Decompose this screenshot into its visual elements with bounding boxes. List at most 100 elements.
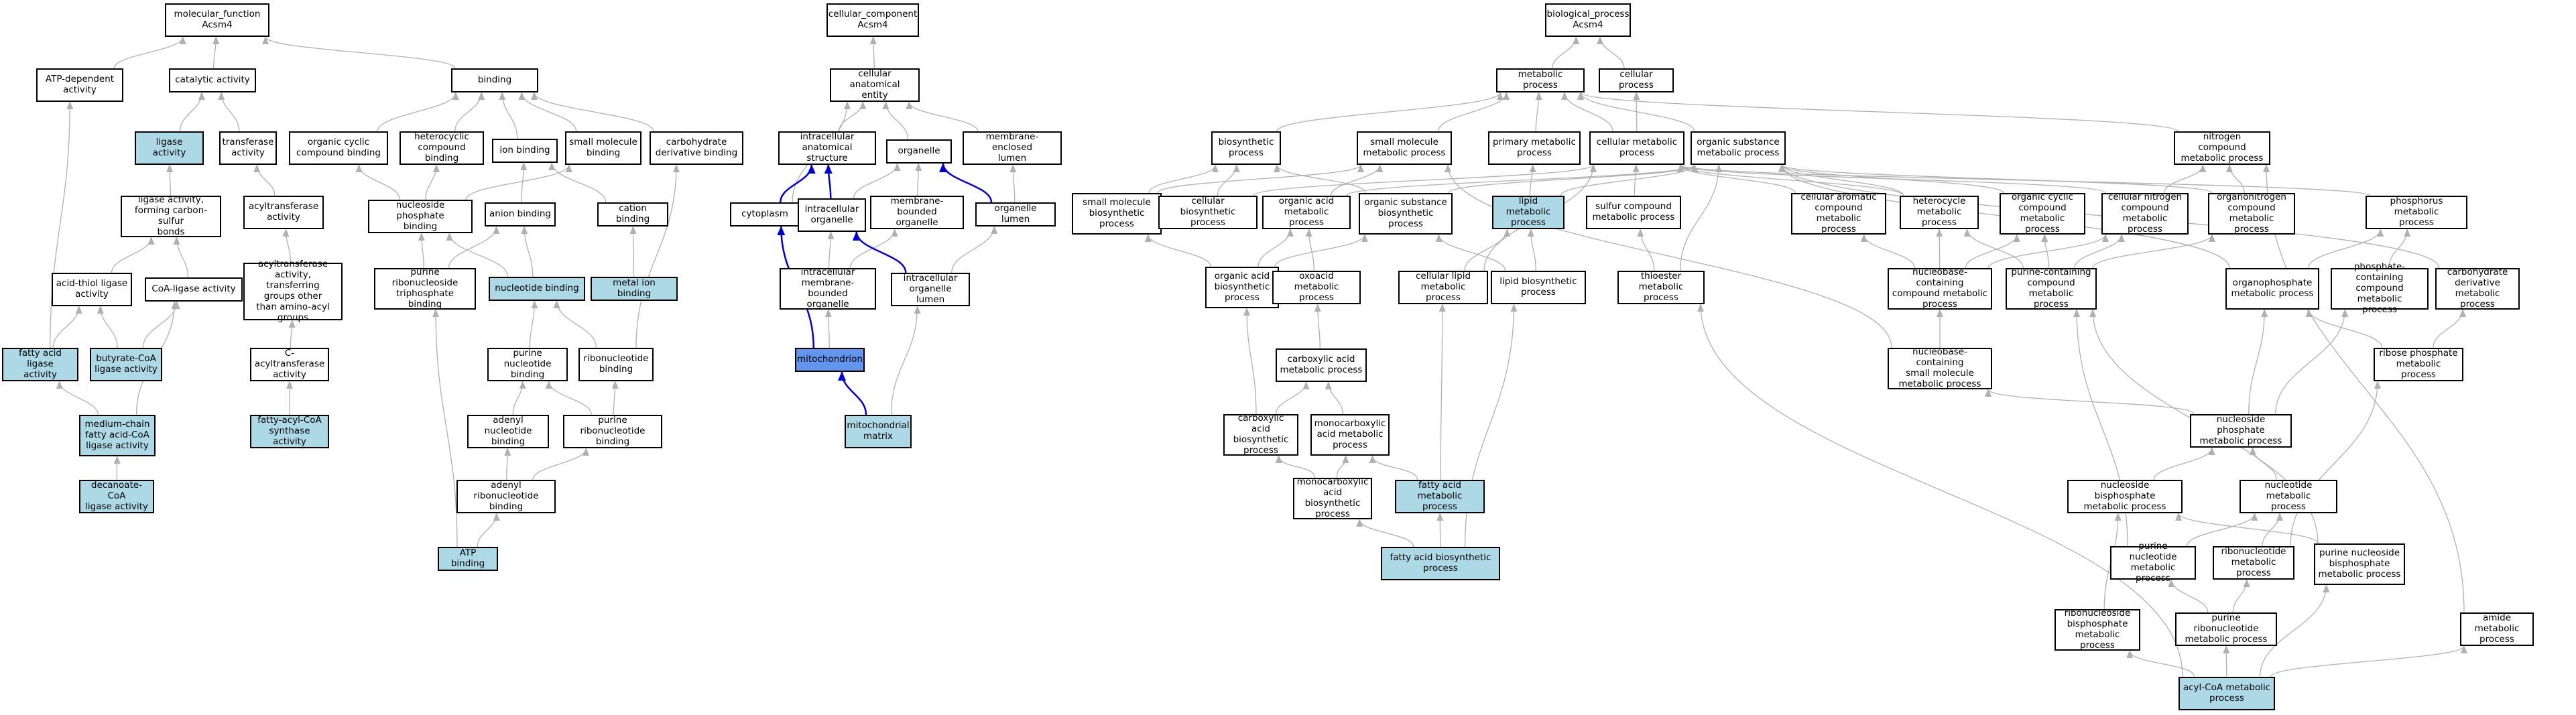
- term-node-nucleotide-bind[interactable]: nucleotide binding: [489, 277, 585, 301]
- term-node-intra-anat[interactable]: intracellular anatomical structure: [778, 131, 876, 165]
- term-node-acyl-coa-met[interactable]: acyl-CoA metabolic process: [2179, 677, 2275, 710]
- term-node-acyltrans[interactable]: acyltransferase activity: [243, 196, 324, 229]
- term-node-cell-bio[interactable]: cellular biosynthetic process: [1158, 196, 1258, 229]
- term-node-pur-ribonuc-bind[interactable]: purine ribonucleotide binding: [563, 415, 662, 448]
- term-node-organelle[interactable]: organelle: [886, 139, 952, 164]
- term-node-ribose-phos-met[interactable]: ribose phosphate metabolic process: [2374, 348, 2463, 381]
- term-node-org-acid-bio[interactable]: organic acid biosynthetic process: [1205, 267, 1279, 308]
- term-node-mem-bound-org[interactable]: membrane-bounded organelle: [870, 196, 964, 229]
- term-node-carbox-met[interactable]: carboxylic acid metabolic process: [1276, 348, 1367, 382]
- term-node-intra-mem-org[interactable]: intracellular membrane-bounded organelle: [780, 267, 876, 310]
- term-node-nuc-bisphos-met[interactable]: nucleoside bisphosphate metabolic proces…: [2067, 480, 2183, 513]
- term-node-pur-nucside-bisphos-met[interactable]: purine nucleoside bisphosphate metabolic…: [2314, 543, 2405, 585]
- term-node-lipid-met[interactable]: lipid metabolic process: [1492, 196, 1565, 229]
- term-node-adenyl-ribonuc-bind[interactable]: adenyl ribonucleotide binding: [456, 480, 556, 513]
- term-node-phos-cont-met[interactable]: phosphate-containing compound metabolic …: [2331, 261, 2429, 315]
- term-node-small-mol-met[interactable]: small molecule metabolic process: [1357, 131, 1452, 165]
- term-node-fa-ligase[interactable]: fatty acid ligase activity: [2, 348, 78, 381]
- term-node-monocarbox-bio[interactable]: monocarboxylic acid biosynthetic process: [1293, 476, 1372, 519]
- term-node-metal-ion-bind[interactable]: metal ion binding: [591, 277, 678, 301]
- term-node-fa-met[interactable]: fatty acid metabolic process: [1395, 480, 1485, 513]
- term-node-nucbase-cont-met[interactable]: nucleobase-containing compound metabolic…: [1888, 267, 1992, 310]
- term-node-atp-bind[interactable]: ATP binding: [438, 547, 498, 571]
- term-node-cellular-proc[interactable]: cellular process: [1599, 68, 1674, 92]
- term-node-anion-bind[interactable]: anion binding: [485, 202, 556, 226]
- term-node-biosynth[interactable]: biosynthetic process: [1211, 131, 1281, 165]
- term-node-cytoplasm[interactable]: cytoplasm: [730, 202, 800, 226]
- term-node-sulfur-met[interactable]: sulfur compound metabolic process: [1586, 196, 1681, 229]
- term-node-metab[interactable]: metabolic process: [1496, 68, 1585, 92]
- term-node-acyltrans-other[interactable]: acyltransferase activity, transferring g…: [243, 259, 343, 323]
- term-node-organophos-met[interactable]: organophosphate metabolic process: [2225, 268, 2319, 310]
- term-node-org-acid-met[interactable]: organic acid metabolic process: [1262, 196, 1351, 229]
- term-node-ligase[interactable]: ligase activity: [135, 131, 204, 165]
- term-node-monocarbox-met[interactable]: monocarboxylic acid metabolic process: [1310, 414, 1390, 456]
- term-node-intra-org[interactable]: intracellular organelle: [798, 198, 866, 232]
- term-node-ribonuc-met[interactable]: ribonucleotide metabolic process: [2213, 546, 2294, 580]
- term-node-nucbase-small-met[interactable]: nucleobase-containing small molecule met…: [1888, 346, 1992, 389]
- term-node-phos-met[interactable]: phosphorus metabolic process: [2366, 196, 2467, 229]
- edge-nucbase-cont-met-to-cell-arom-met: [1860, 234, 1915, 269]
- edge-cell-nitro-met-to-cell-met: [1677, 164, 2106, 194]
- term-node-mf-root[interactable]: molecular_function Acsm4: [165, 3, 269, 37]
- term-node-carb-deriv-bind[interactable]: carbohydrate derivative binding: [650, 131, 743, 165]
- term-node-nuc-phos-met[interactable]: nucleoside phosphate metabolic process: [2190, 414, 2292, 448]
- term-node-org-sub-bio[interactable]: organic substance biosynthetic process: [1359, 193, 1453, 235]
- term-node-hetero-met[interactable]: heterocycle metabolic process: [1900, 196, 1979, 229]
- term-node-nitro-met[interactable]: nitrogen compound metabolic process: [2174, 131, 2270, 165]
- term-node-bp-root[interactable]: biological_process Acsm4: [1545, 3, 1631, 37]
- term-node-ribonuc-bind[interactable]: ribonucleotide binding: [578, 348, 654, 381]
- term-node-org-sub-met[interactable]: organic substance metabolic process: [1691, 131, 1786, 165]
- term-node-nucleotide-met[interactable]: nucleotide metabolic process: [2240, 480, 2337, 513]
- term-node-mc-fa-coa[interactable]: medium-chain fatty acid-CoA ligase activ…: [79, 415, 156, 456]
- term-node-organonitro-met[interactable]: organonitrogen compound metabolic proces…: [2208, 192, 2295, 235]
- term-node-amide-met[interactable]: amide metabolic process: [2460, 612, 2534, 646]
- term-node-acid-thiol[interactable]: acid-thiol ligase activity: [52, 273, 132, 306]
- term-node-oxoacid-met[interactable]: oxoacid metabolic process: [1272, 271, 1361, 304]
- term-node-atp-dep[interactable]: ATP-dependent activity: [36, 68, 123, 102]
- term-node-butyrate-coa[interactable]: butyrate-CoA ligase activity: [90, 348, 162, 381]
- term-node-fa-bio[interactable]: fatty acid biosynthetic process: [1381, 547, 1500, 580]
- term-node-nuc-phos-bind[interactable]: nucleoside phosphate binding: [368, 200, 473, 233]
- term-node-pur-nuc-bind[interactable]: purine nucleotide binding: [487, 348, 568, 381]
- term-node-binding[interactable]: binding: [451, 68, 538, 92]
- term-node-catalytic[interactable]: catalytic activity: [169, 68, 256, 92]
- term-node-fa-acyl-coa-synth[interactable]: fatty-acyl-CoA synthase activity: [250, 415, 329, 448]
- term-node-ligase-cs[interactable]: ligase activity, forming carbon-sulfur b…: [121, 194, 221, 237]
- term-node-hetero-bind[interactable]: heterocyclic compound binding: [400, 131, 484, 165]
- term-node-cell-anat[interactable]: cellular anatomical entity: [830, 68, 920, 102]
- term-node-transferase[interactable]: transferase activity: [219, 131, 277, 165]
- term-node-purine-cont-met[interactable]: purine-containing compound metabolic pro…: [2006, 267, 2097, 310]
- term-node-mitochondrion[interactable]: mitochondrion: [795, 348, 865, 372]
- term-node-ion-bind[interactable]: ion binding: [492, 139, 558, 163]
- term-node-mem-lumen[interactable]: membrane-enclosed lumen: [963, 131, 1062, 165]
- edge-org-acid-met-to-org-sub-met: [1346, 164, 1698, 196]
- term-node-cell-arom-met[interactable]: cellular aromatic compound metabolic pro…: [1791, 192, 1886, 235]
- term-node-thioester-met[interactable]: thioester metabolic process: [1617, 271, 1705, 304]
- term-node-mito-matrix[interactable]: mitochondrial matrix: [845, 415, 912, 448]
- term-node-cc-root[interactable]: cellular_component Acsm4: [826, 3, 919, 37]
- term-node-carb-deriv-met[interactable]: carbohydrate derivative metabolic proces…: [2435, 267, 2520, 310]
- term-node-decanoate-coa[interactable]: decanoate-CoA ligase activity: [79, 480, 154, 513]
- term-node-c-acyltrans[interactable]: C-acyltransferase activity: [250, 348, 329, 381]
- term-node-org-cyclic-met[interactable]: organic cyclic compound metabolic proces…: [2000, 192, 2085, 235]
- term-node-intra-org-lumen[interactable]: intracellular organelle lumen: [891, 273, 970, 306]
- term-node-cell-met[interactable]: cellular metabolic process: [1589, 131, 1684, 165]
- edge-ligase-to-catalytic: [179, 92, 205, 132]
- term-node-pur-ribonuc-met[interactable]: purine ribonucleotide metabolic process: [2175, 612, 2277, 646]
- term-node-ribonucside-bisphos-met[interactable]: ribonucleoside bisphosphate metabolic pr…: [2054, 608, 2140, 651]
- term-node-coa-ligase[interactable]: CoA-ligase activity: [145, 277, 243, 302]
- term-node-pur-nuc-met[interactable]: purine nucleotide metabolic process: [2110, 541, 2196, 584]
- term-node-lipid-bio[interactable]: lipid biosynthetic process: [1491, 271, 1586, 304]
- term-node-cation-bind[interactable]: cation binding: [597, 202, 668, 226]
- term-node-adenyl-nuc-bind[interactable]: adenyl nucleotide binding: [467, 415, 549, 448]
- term-node-cell-lipid-met[interactable]: cellular lipid metabolic process: [1398, 271, 1488, 304]
- term-node-small-mol-bind[interactable]: small molecule binding: [565, 131, 641, 165]
- term-node-cell-nitro-met[interactable]: cellular nitrogen compound metabolic pro…: [2101, 192, 2189, 235]
- term-node-pur-ribo-tri-bind[interactable]: purine ribonucleoside triphosphate bindi…: [374, 267, 476, 310]
- term-node-carbox-bio[interactable]: carboxylic acid biosynthetic process: [1223, 413, 1298, 456]
- term-node-org-lumen[interactable]: organelle lumen: [975, 202, 1056, 226]
- term-node-org-cyclic-bind[interactable]: organic cyclic compound binding: [289, 131, 388, 165]
- term-node-small-mol-bio[interactable]: small molecule biosynthetic process: [1072, 193, 1162, 235]
- term-node-primary-met[interactable]: primary metabolic process: [1488, 131, 1581, 165]
